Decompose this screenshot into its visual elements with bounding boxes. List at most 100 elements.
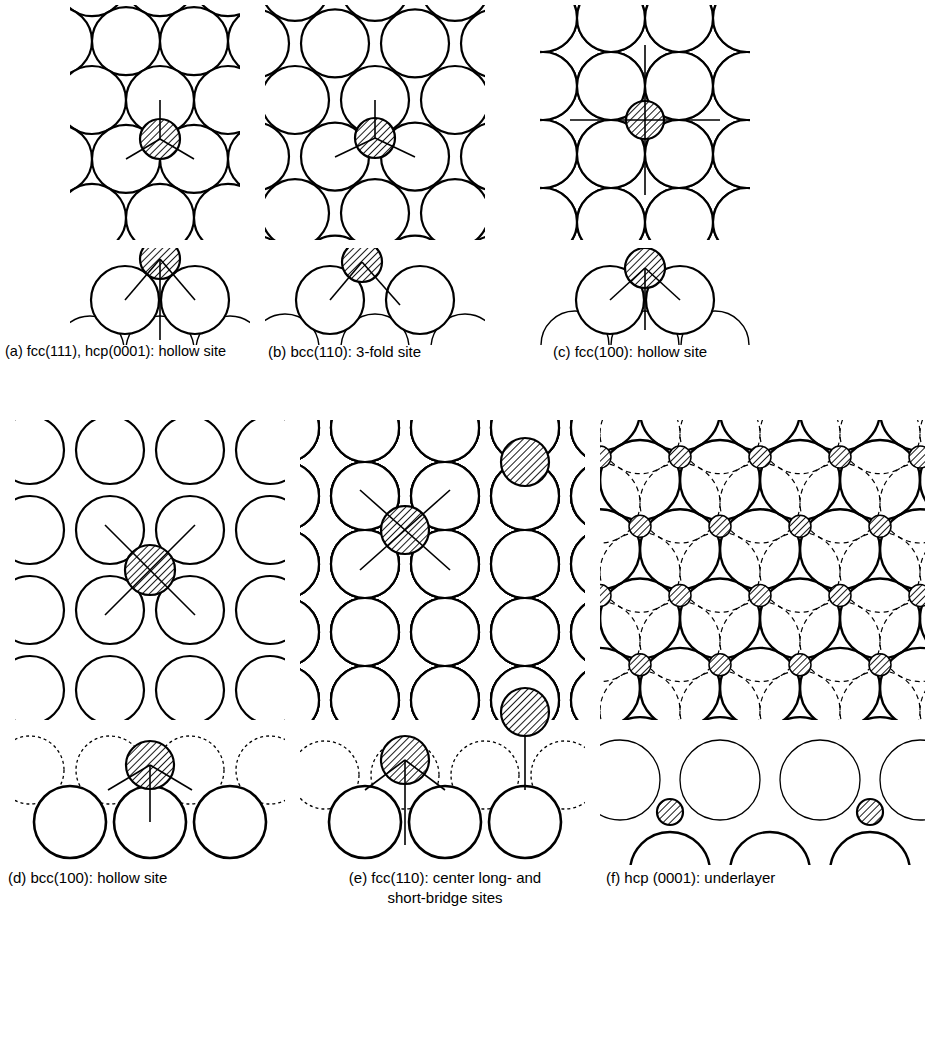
- bond-line: [570, 119, 645, 121]
- bond-line: [405, 490, 450, 530]
- substrate-atom: [491, 530, 559, 598]
- substrate-atom: [571, 530, 585, 598]
- substrate-atom: [265, 179, 329, 240]
- substrate-atom: [571, 420, 585, 462]
- substrate-atom: [571, 420, 585, 462]
- substrate-atom: [265, 236, 289, 240]
- substrate-atom: [300, 598, 319, 666]
- substrate-atom: [600, 440, 680, 520]
- bond-line: [645, 119, 720, 121]
- substrate-atom: [491, 598, 559, 666]
- substrate-atom: [760, 717, 840, 720]
- substrate-atom: [880, 740, 925, 820]
- substrate-atom: [300, 462, 319, 530]
- underlayer-atom: [749, 446, 771, 468]
- bond-line: [108, 765, 150, 790]
- substrate-atom: [411, 420, 479, 462]
- underlayer-atom: [909, 585, 925, 607]
- bond-line: [362, 262, 400, 305]
- adsorbate-atom: [501, 438, 549, 486]
- substrate-atom: [713, 120, 750, 188]
- substrate-atom: [491, 598, 559, 666]
- substrate-atom: [300, 666, 319, 720]
- panel-caption: (e) fcc(110): center long- and short-bri…: [335, 868, 555, 909]
- substrate-atom: [713, 5, 750, 52]
- bond-line: [330, 262, 362, 300]
- substrate-atom: [600, 740, 660, 820]
- panel-caption: (f) hcp (0001): underlayer: [606, 868, 775, 888]
- substrate-atom: [680, 579, 760, 659]
- bond-line: [360, 530, 405, 570]
- fcc110-top-view: [300, 420, 585, 720]
- fcc100-side-view: [541, 248, 749, 345]
- substrate-atom: [331, 666, 399, 720]
- substrate-atom: [571, 530, 585, 598]
- substrate-atom: [411, 420, 479, 462]
- substrate-atom: [840, 717, 920, 720]
- substrate-atom: [300, 420, 319, 462]
- bcc100-side-view: [15, 736, 285, 858]
- substrate-atom: [300, 598, 319, 666]
- substrate-atom: [577, 5, 645, 52]
- substrate-atom: [571, 462, 585, 530]
- substrate-atom: [300, 666, 319, 720]
- substrate-atom: [300, 598, 319, 666]
- fcc100-top-view: [540, 5, 750, 240]
- substrate-atom: [411, 598, 479, 666]
- panel-caption: (b) bcc(110): 3-fold site: [268, 342, 421, 362]
- substrate-atom: [15, 496, 64, 564]
- hcp-underlayer-top-view: [600, 420, 925, 720]
- substrate-atom: [411, 666, 479, 720]
- adsorbate-atom: [501, 688, 549, 736]
- substrate-atom: [331, 598, 399, 666]
- bond-line: [645, 268, 680, 300]
- substrate-atom: [640, 648, 720, 720]
- underlayer-atom: [669, 585, 691, 607]
- substrate-atom: [571, 420, 585, 462]
- substrate-atom: [571, 530, 585, 598]
- substrate-atom: [571, 462, 585, 530]
- substrate-atom: [645, 188, 713, 240]
- substrate-atom: [600, 579, 680, 659]
- bond-line: [125, 259, 160, 300]
- substrate-atom: [301, 9, 369, 77]
- substrate-atom: [680, 740, 760, 820]
- substrate-atom: [92, 7, 160, 75]
- substrate-atom: [76, 656, 144, 720]
- substrate-atom: [640, 509, 720, 589]
- substrate-atom: [491, 598, 559, 666]
- underlayer-atom: [789, 515, 811, 537]
- substrate-atom: [160, 7, 228, 75]
- substrate-atom: [300, 666, 319, 720]
- hcp-underlayer-side-view: [600, 740, 925, 865]
- fcc111-top-view: [70, 5, 240, 240]
- underlayer-atom: [869, 515, 891, 537]
- substrate-atom: [540, 52, 577, 120]
- substrate-atom: [540, 52, 577, 120]
- substrate-atom: [571, 462, 585, 530]
- underlayer-atom: [829, 585, 851, 607]
- substrate-atom: [411, 666, 479, 720]
- substrate-atom: [760, 440, 840, 520]
- substrate-atom: [194, 66, 240, 134]
- bond-line: [150, 765, 192, 790]
- substrate-atom: [680, 717, 760, 720]
- substrate-atom: [194, 184, 240, 240]
- substrate-atom: [713, 52, 750, 120]
- substrate-atom: [491, 530, 559, 598]
- substrate-atom: [411, 598, 479, 666]
- substrate-atom: [70, 184, 126, 240]
- underlayer-atom: [869, 654, 891, 676]
- substrate-atom: [713, 188, 750, 240]
- bond-line: [160, 259, 195, 300]
- substrate-atom: [156, 420, 224, 484]
- substrate-atom: [70, 66, 126, 134]
- bond-line: [150, 570, 195, 615]
- panel-caption: (a) fcc(111), hcp(0001): hollow site: [5, 342, 226, 362]
- substrate-atom: [300, 420, 319, 462]
- substrate-atom: [70, 7, 92, 75]
- substrate-atom: [300, 420, 319, 462]
- substrate-atom: [411, 598, 479, 666]
- substrate-atom: [491, 530, 559, 598]
- substrate-atom: [571, 666, 585, 720]
